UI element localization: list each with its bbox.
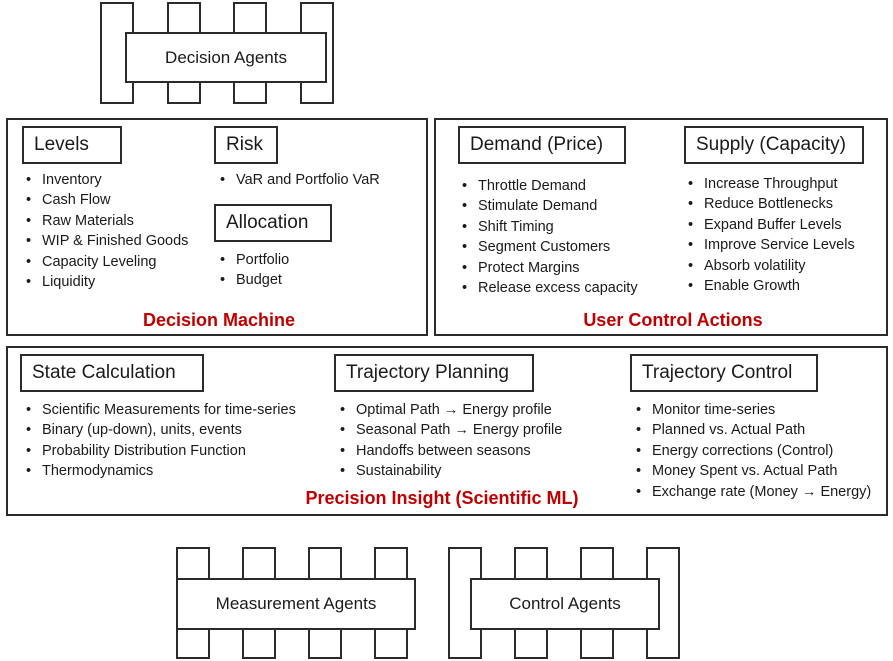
trajectory-control-list: Monitor time-series Planned vs. Actual P… [634,400,893,502]
list-item: Optimal Path → Energy profile [340,400,626,421]
trajectory-planning-title: Trajectory Planning [334,354,534,392]
allocation-list: Portfolio Budget [218,250,416,291]
list-item: Binary (up-down), units, events [26,420,312,441]
risk-title: Risk [214,126,278,164]
decision-machine-panel: Levels Inventory Cash Flow Raw Materials… [6,118,428,336]
list-item: Expand Buffer Levels [688,215,893,236]
list-item: Exchange rate (Money → Energy) [636,482,893,503]
list-item: Stimulate Demand [462,196,678,217]
control-agents-label: Control Agents [470,578,660,630]
risk-list: VaR and Portfolio VaR [218,170,436,191]
list-item: WIP & Finished Goods [26,231,242,252]
list-item: Thermodynamics [26,461,312,482]
demand-list: Throttle Demand Stimulate Demand Shift T… [460,176,678,299]
user-control-actions-panel: Demand (Price) Throttle Demand Stimulate… [434,118,888,336]
list-item: Improve Service Levels [688,235,893,256]
list-item: Throttle Demand [462,176,678,197]
list-item: Probability Distribution Function [26,441,312,462]
list-item: Seasonal Path → Energy profile [340,420,626,441]
list-item: Capacity Leveling [26,252,242,273]
supply-list: Increase Throughput Reduce Bottlenecks E… [686,174,893,297]
levels-list: Inventory Cash Flow Raw Materials WIP & … [24,170,242,293]
list-item: Handoffs between seasons [340,441,626,462]
list-item: Liquidity [26,272,242,293]
list-item: Sustainability [340,461,626,482]
list-item: Portfolio [220,250,416,271]
decision-machine-caption: Decision Machine [142,310,296,330]
list-item: Raw Materials [26,211,242,232]
measurement-agents-label: Measurement Agents [176,578,416,630]
list-item: Release excess capacity [462,278,678,299]
levels-title: Levels [22,126,122,164]
list-item: Cash Flow [26,190,242,211]
trajectory-control-title: Trajectory Control [630,354,818,392]
list-item: VaR and Portfolio VaR [220,170,436,191]
decision-agents-group: Decision Agents [100,2,370,106]
list-item: Inventory [26,170,242,191]
state-calculation-list: Scientific Measurements for time-series … [24,400,312,482]
decision-agents-label: Decision Agents [125,32,327,83]
supply-title: Supply (Capacity) [684,126,864,164]
trajectory-planning-list: Optimal Path → Energy profile Seasonal P… [338,400,626,482]
demand-title: Demand (Price) [458,126,626,164]
state-calculation-title: State Calculation [20,354,204,392]
precision-insight-panel: State Calculation Scientific Measurement… [6,346,888,516]
measurement-agents-group: Measurement Agents [176,547,416,661]
precision-insight-caption: Precision Insight (Scientific ML) [305,488,579,508]
control-agents-group: Control Agents [448,547,688,661]
user-control-actions-caption: User Control Actions [583,310,763,330]
list-item: Money Spent vs. Actual Path [636,461,893,482]
list-item: Scientific Measurements for time-series [26,400,312,421]
list-item: Protect Margins [462,258,678,279]
list-item: Planned vs. Actual Path [636,420,893,441]
list-item: Energy corrections (Control) [636,441,893,462]
allocation-title: Allocation [214,204,332,242]
list-item: Shift Timing [462,217,678,238]
list-item: Absorb volatility [688,256,893,277]
list-item: Reduce Bottlenecks [688,194,893,215]
list-item: Monitor time-series [636,400,893,421]
list-item: Segment Customers [462,237,678,258]
list-item: Enable Growth [688,276,893,297]
list-item: Increase Throughput [688,174,893,195]
list-item: Budget [220,270,416,291]
